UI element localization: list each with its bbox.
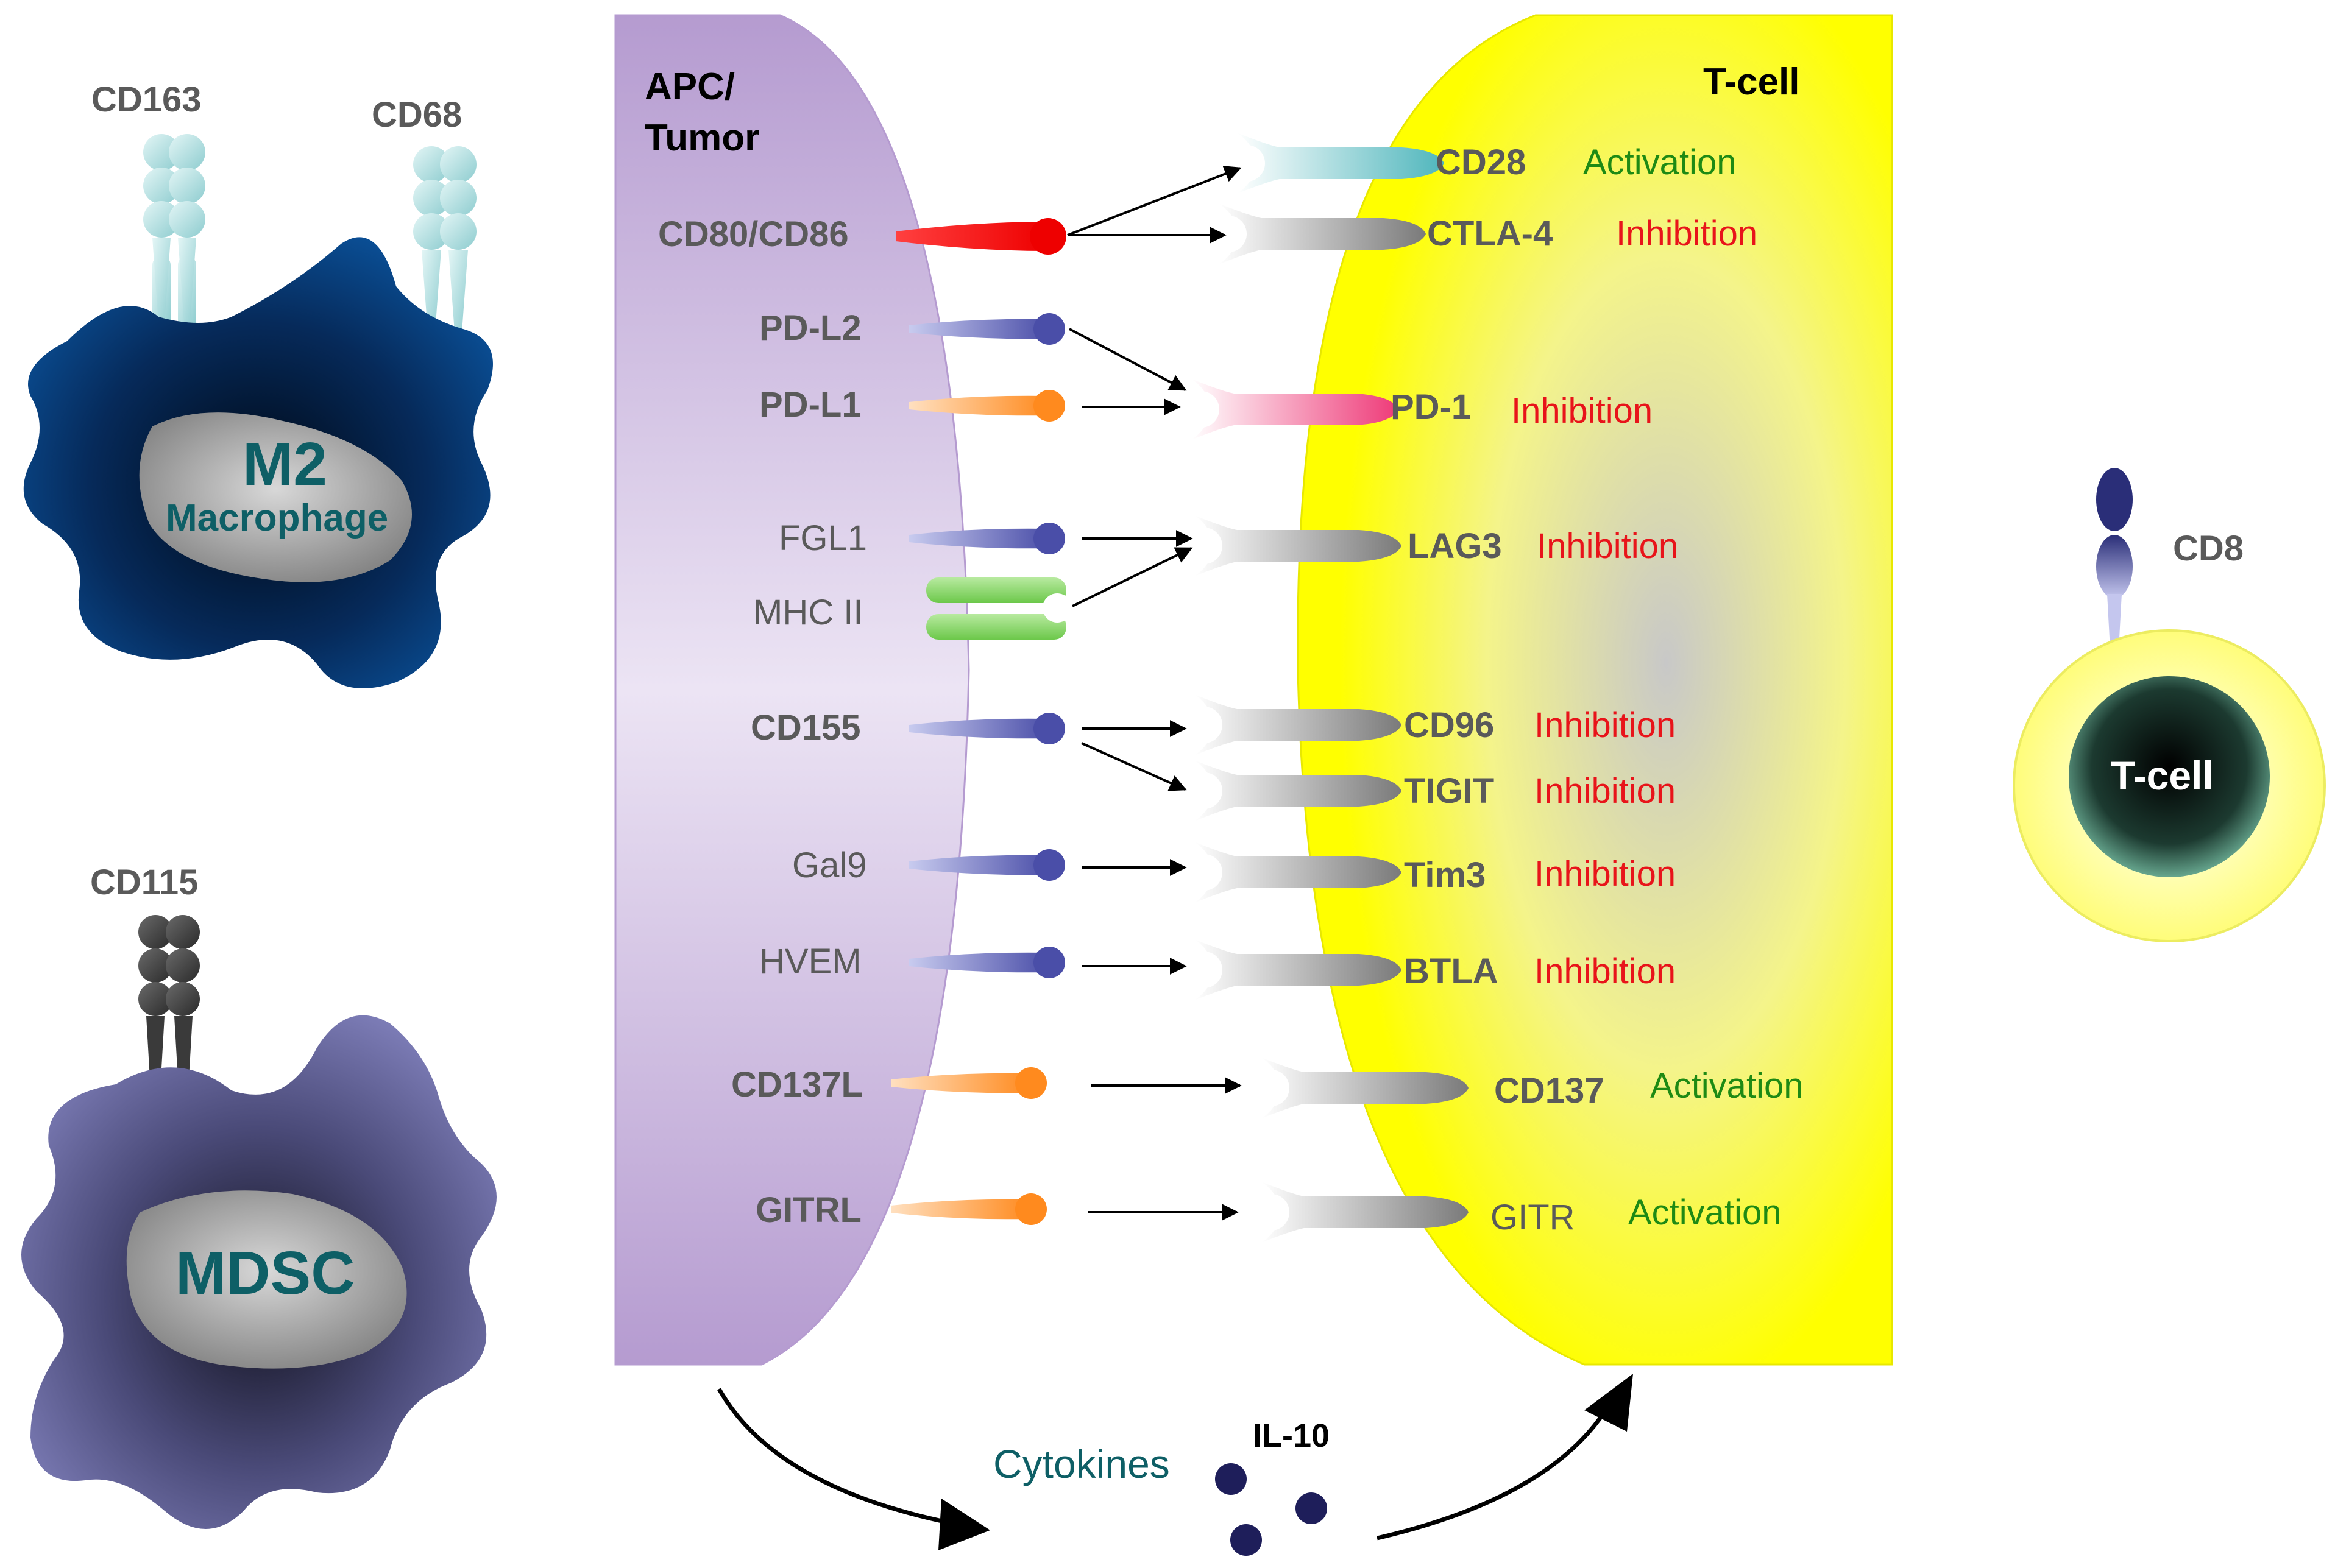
receptor-label-cd137: CD137 [1494,1071,1604,1111]
receptor-label-tim3: Tim3 [1404,855,1486,895]
ligand-label-cd155: CD155 [751,708,861,747]
receptor-label-pd1: PD-1 [1391,387,1472,427]
effect-label-cd96: Inhibition [1534,705,1676,745]
receptor-label-btla: BTLA [1404,952,1498,991]
cytokine-arrow-left-head [938,1499,990,1550]
ligand-label-cd80-cd86: CD80/CD86 [658,214,849,254]
receptor-label-cd96: CD96 [1404,705,1495,745]
cd115-label: CD115 [90,863,199,902]
effect-label-tim3: Inhibition [1534,854,1676,894]
effect-label-cd28: Activation [1583,143,1737,182]
receptor-label-lag3: LAG3 [1408,526,1502,566]
cd8-tcell-nucleus [2069,676,2270,877]
apc-tumor-membrane [614,14,970,1366]
receptor-label-cd28: CD28 [1436,143,1526,182]
cd163-label: CD163 [91,80,202,119]
arrow-cd155-tigit [1081,742,1187,791]
cd68-receptor-icon [413,146,477,332]
ligand-label-cd137l: CD137L [731,1065,863,1104]
mdsc-label: MDSC [175,1239,355,1307]
apc-title-line2: Tumor [645,117,760,159]
receptor-label-gitr: GITR [1490,1198,1575,1237]
tcell-membrane [1297,14,1893,1366]
receptor-label-tigit: TIGIT [1404,771,1495,811]
ligand-label-hvem: HVEM [759,942,862,981]
cd163-receptor-icon [143,134,205,329]
cd68-label: CD68 [372,95,462,135]
effect-label-tigit: Inhibition [1534,771,1676,811]
effect-label-ctla4: Inhibition [1616,214,1758,253]
ligand-label-gal9: Gal9 [792,846,867,885]
ligand-label-pd-l1: PD-L1 [759,385,862,425]
cd8-receptor-icon [2096,468,2133,682]
effect-label-cd137: Activation [1650,1066,1804,1106]
effect-label-lag3: Inhibition [1537,526,1679,566]
ligand-label-fgl1: FGL1 [779,518,868,558]
mdsc-cell [21,915,497,1529]
effect-label-gitr: Activation [1628,1193,1782,1232]
effect-label-btla: Inhibition [1534,952,1676,991]
tcell-title: T-cell [1703,61,1800,103]
ligand-label-pd-l2: PD-L2 [759,308,862,348]
macrophage-label-m2: M2 [243,430,327,498]
macrophage-nucleus [139,412,412,582]
il10-dots [1215,1463,1327,1556]
il10-label: IL-10 [1253,1418,1330,1454]
cytokine-arrow-right [1377,1409,1607,1541]
apc-title-line1: APC/ [645,66,735,108]
arrow-cd80-cd28 [1067,166,1242,236]
interaction-arrows [1067,166,1242,1221]
receptor-label-ctla4: CTLA-4 [1427,214,1553,253]
cytokine-arrow-right-head [1584,1374,1633,1432]
cytokines-label: Cytokines [993,1441,1170,1486]
m2-macrophage-cell [23,134,493,688]
cytokine-arrow-left [717,1388,951,1525]
cd8-tcell-label: T-cell [2111,753,2214,798]
cd8-label: CD8 [2173,529,2244,568]
effect-label-pd1: Inhibition [1511,391,1653,431]
ligand-label-gitrl: GITRL [756,1190,862,1230]
ligand-label-mhc-ii: MHC II [753,593,863,632]
cd8-tcell [2013,468,2326,942]
mdsc-nucleus [126,1190,407,1369]
arrow-mhcii-lag3 [1072,547,1193,607]
gitrl-ligand-icon [891,1193,1047,1225]
macrophage-label: Macrophage [166,497,389,539]
arrow-pdl2-pd1 [1069,328,1187,391]
mhc-ii-ligand-icon [926,577,1072,640]
